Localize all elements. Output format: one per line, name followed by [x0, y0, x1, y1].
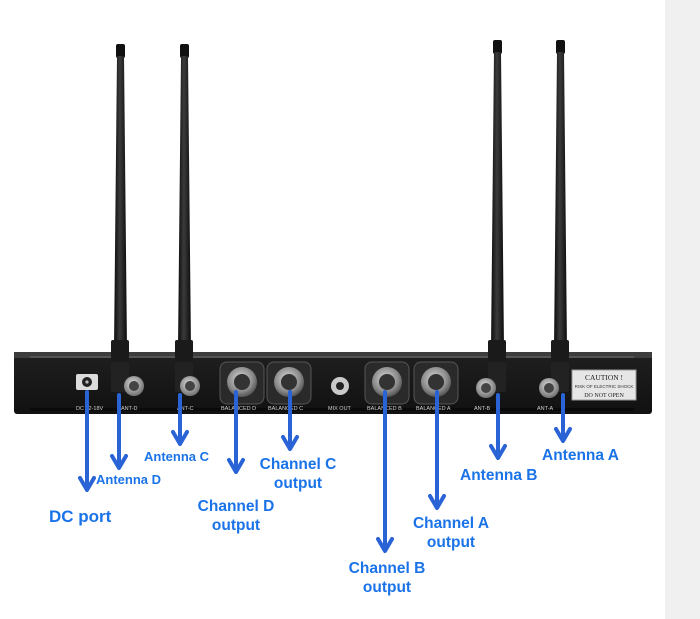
- xlr-output-d: [219, 361, 265, 405]
- panel-text-ant-c: ANT-C: [177, 406, 194, 412]
- background-strip: [665, 0, 700, 619]
- mix-out-jack: [331, 377, 349, 395]
- antenna-b: [488, 40, 506, 392]
- panel-text-dc: DC 12-18V: [76, 406, 104, 412]
- bnc-socket-b: [476, 378, 496, 398]
- bnc-socket-c: [180, 376, 200, 396]
- panel-text-ant-d: ANT-D: [121, 406, 138, 412]
- arrow-channel-a: [428, 390, 446, 510]
- label-channel-d: Channel D output: [197, 498, 275, 534]
- caution-subtitle: RISK OF ELECTRIC SHOCK: [575, 384, 634, 389]
- caution-title: CAUTION !: [585, 373, 623, 382]
- label-channel-a: Channel A output: [412, 515, 490, 551]
- label-antenna-a: Antenna A: [542, 447, 619, 464]
- xlr-output-a: [413, 361, 459, 405]
- xlr-output-c: [266, 361, 312, 405]
- label-antenna-b: Antenna B: [460, 467, 538, 484]
- antenna-c: [175, 44, 193, 392]
- arrow-antenna-d: [110, 393, 128, 470]
- arrow-channel-c: [281, 390, 299, 451]
- xlr-output-b: [364, 361, 410, 405]
- panel-text-mix-out: MIX OUT: [328, 406, 352, 412]
- label-antenna-d: Antenna D: [96, 472, 161, 487]
- arrow-channel-b: [376, 390, 394, 553]
- arrow-antenna-a: [554, 393, 572, 443]
- panel-text-balanced-a: BALANCED A: [416, 406, 451, 412]
- arrow-channel-d: [227, 390, 245, 474]
- label-channel-c: Channel C output: [259, 456, 337, 492]
- label-antenna-c: Antenna C: [144, 449, 209, 464]
- label-channel-b: Channel B output: [348, 560, 426, 596]
- antenna-d: [111, 44, 129, 392]
- arrow-antenna-c: [171, 393, 189, 446]
- panel-text-ant-b: ANT-B: [474, 406, 491, 412]
- bnc-socket-d: [124, 376, 144, 396]
- dc-port: [76, 374, 98, 390]
- antenna-a: [551, 40, 569, 392]
- caution-panel: CAUTION ! RISK OF ELECTRIC SHOCK DO NOT …: [571, 369, 637, 401]
- caution-warning: DO NOT OPEN: [584, 393, 624, 399]
- arrow-dc-port: [78, 390, 96, 492]
- panel-text-balanced-c: BALANCED C: [268, 406, 303, 412]
- panel-text-ant-a: ANT-A: [537, 406, 554, 412]
- bnc-socket-a: [539, 378, 559, 398]
- arrow-antenna-b: [489, 393, 507, 460]
- panel-text-balanced-d: BALANCED D: [221, 406, 256, 412]
- label-dc-port: DC port: [49, 507, 112, 526]
